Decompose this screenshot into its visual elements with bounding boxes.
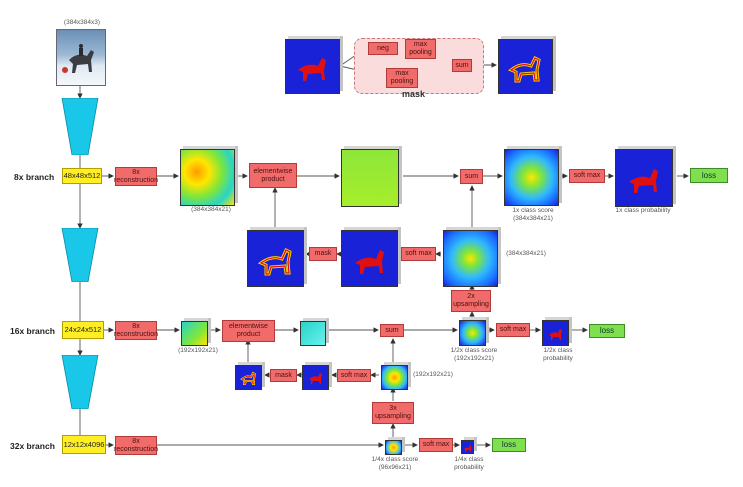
class-score-1x-label: 1x class score(384x384x21)	[512, 207, 554, 222]
branch-label-8x: 8x branch	[14, 172, 55, 182]
softmax-16x-op: soft max	[496, 323, 530, 337]
masked-reconstruction-8x	[341, 146, 403, 207]
class-score-1x-map	[504, 146, 562, 207]
loss-32x: loss	[492, 438, 526, 452]
feature-map-32x: 12x12x4096	[62, 435, 106, 454]
class-probability-quarter-map	[461, 437, 477, 454]
mask-map-16x	[235, 362, 265, 390]
upsampled-score-16x-size: (192x192x21)	[413, 371, 453, 378]
input-size-label: (384x384x3)	[63, 19, 101, 26]
mask-output-map	[498, 36, 556, 94]
neg-op: neg	[368, 42, 398, 55]
mask-group-label: mask	[402, 89, 426, 99]
reconstruction-16x-output	[181, 318, 211, 346]
class-score-half-label: 1/2x class score(192x192x21)	[450, 347, 498, 362]
input-image	[56, 29, 106, 86]
mask-16x-op: mask	[270, 369, 297, 382]
class-probability-1x-label: 1x class probability	[615, 207, 671, 214]
reconstruction-8x-output	[180, 146, 238, 206]
upsampled-score-8x-size: (384x384x21)	[506, 250, 546, 257]
upsampled-score-16x	[381, 362, 411, 390]
sum-8x-op: sum	[460, 169, 483, 184]
probability-map-16x-feedback	[302, 362, 332, 390]
masked-reconstruction-16x	[300, 318, 329, 346]
upsampled-score-8x	[443, 227, 501, 287]
mask-sum-op: sum	[452, 59, 472, 72]
mask-8x-op: mask	[309, 247, 337, 261]
class-probability-half-map	[542, 317, 572, 346]
loss-16x: loss	[589, 324, 625, 338]
reconstruction-16x-size: (192x192x21)	[178, 347, 218, 354]
horse-rider-photo	[62, 44, 94, 73]
mask-map-8x	[247, 227, 307, 287]
reconstruction-8x-size: (384x384x21)	[191, 206, 231, 213]
class-score-quarter-label: 1/4x class score(96x96x21)	[371, 456, 419, 471]
softmax-8x-op: soft max	[569, 169, 605, 183]
mask-input-probability-map	[285, 36, 343, 94]
branch-label-16x: 16x branch	[10, 326, 55, 336]
encoder-block-1	[61, 98, 99, 155]
sum-16x-op: sum	[380, 324, 404, 337]
probability-map-8x-feedback	[341, 227, 401, 287]
class-score-half-map	[459, 317, 489, 346]
encoder-block-3	[61, 355, 99, 409]
class-probability-1x-map	[615, 146, 677, 207]
encoder-block-2	[61, 228, 99, 282]
feature-map-16x: 24x24x512	[62, 321, 104, 339]
feature-map-8x: 48x48x512	[62, 168, 102, 184]
softmax-8x-feedback-op: soft max	[401, 247, 436, 261]
class-score-quarter-map	[385, 437, 405, 455]
loss-8x: loss	[690, 168, 728, 183]
softmax-16x-feedback-op: soft max	[337, 369, 371, 382]
branch-label-32x: 32x branch	[10, 441, 55, 451]
softmax-32x-op: soft max	[419, 438, 453, 452]
